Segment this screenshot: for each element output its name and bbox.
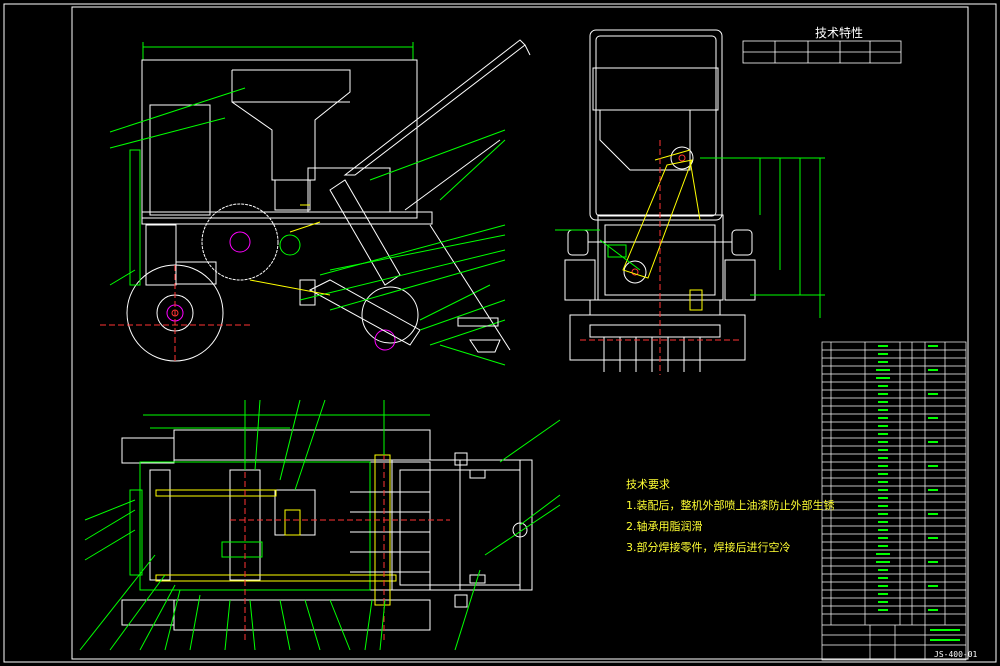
parts-list-marks	[876, 345, 960, 641]
front-view	[555, 29, 825, 375]
requirement-item-1: 1.装配后，整机外部喷上油漆防止外部生锈	[626, 499, 835, 512]
inner-border	[71, 6, 969, 660]
side-view	[100, 39, 531, 366]
top-view	[79, 399, 561, 651]
requirement-item-2: 2.轴承用脂润滑	[626, 520, 703, 533]
parts-list	[821, 341, 967, 661]
requirement-item-3: 3.部分焊接零件，焊接后进行空冷	[626, 541, 791, 554]
tech-spec-title: 技术特性	[815, 26, 864, 40]
requirements-title: 技术要求	[626, 478, 670, 491]
outer-border	[3, 3, 997, 663]
technical-requirements: 技术要求 1.装配后，整机外部喷上油漆防止外部生锈 2.轴承用脂润滑 3.部分焊…	[626, 474, 835, 558]
tech-spec-table	[742, 40, 902, 64]
drawing-code: JS-400-01	[934, 650, 978, 659]
